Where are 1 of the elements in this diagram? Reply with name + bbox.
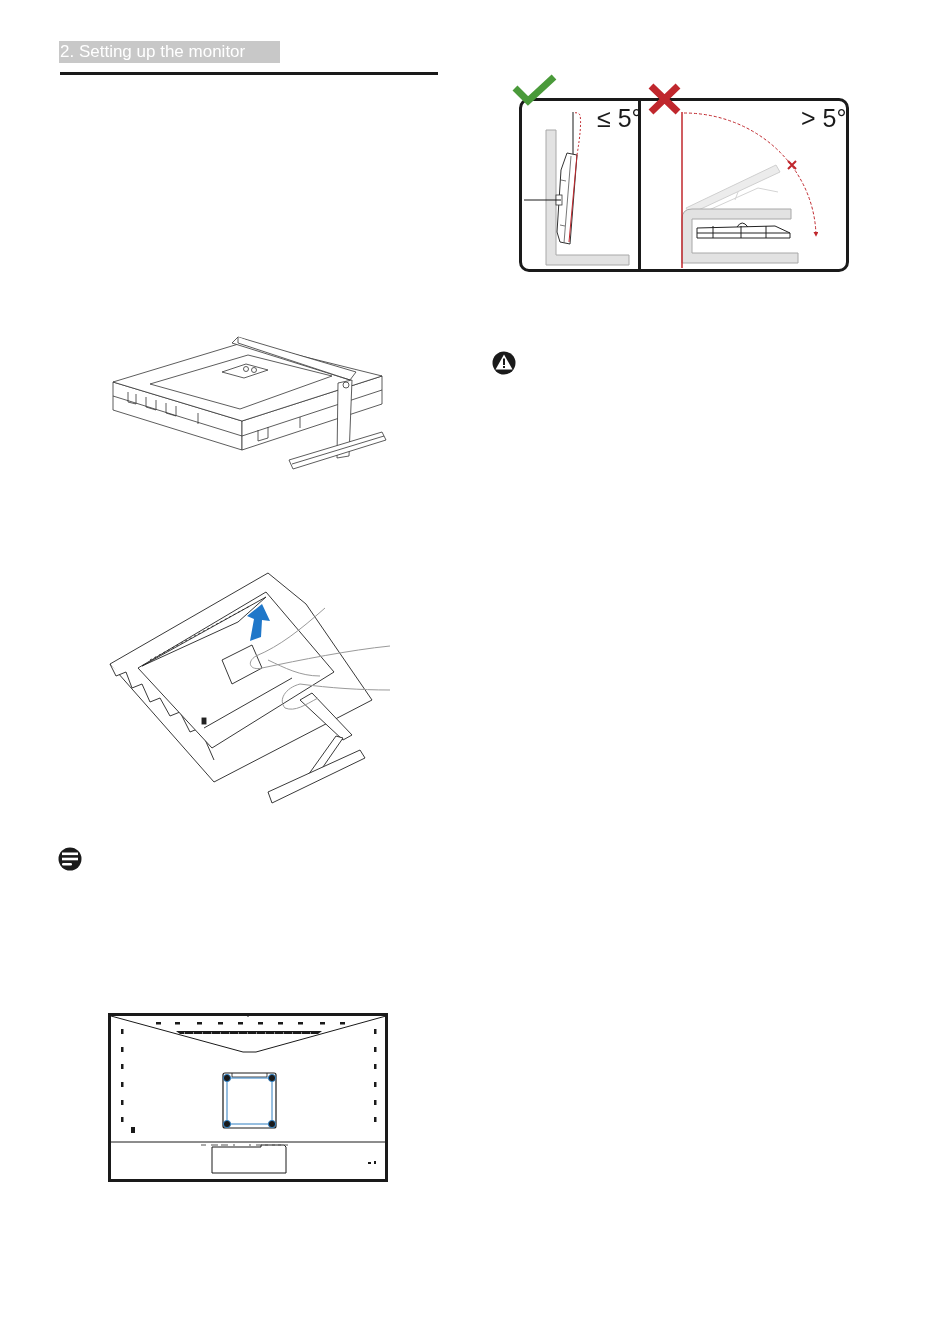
- angle-label: > 5°: [801, 105, 847, 131]
